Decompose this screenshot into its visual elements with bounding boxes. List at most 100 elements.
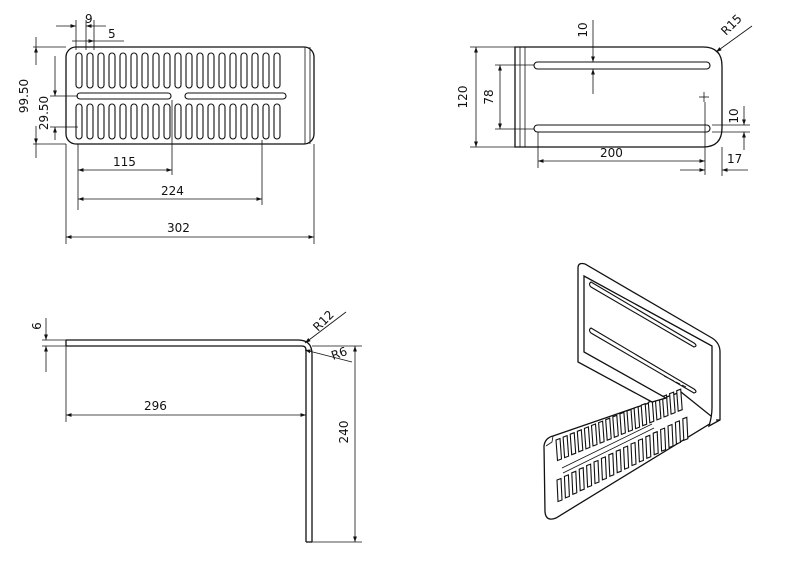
iso-slot <box>590 423 598 447</box>
top-slot <box>152 52 160 89</box>
iso-slot <box>576 429 584 453</box>
iso-slot <box>586 463 593 488</box>
iso-slot <box>637 438 644 463</box>
top-slot <box>108 52 116 89</box>
top-slot <box>174 103 182 140</box>
iso-slots-upper <box>555 388 683 462</box>
iso-slot <box>556 477 563 503</box>
top-slot <box>262 103 270 140</box>
iso-slot <box>667 423 674 449</box>
iso-slot <box>569 431 577 456</box>
top-slot <box>108 103 116 140</box>
iso-base-edge <box>545 435 554 447</box>
iso-slot <box>682 416 689 442</box>
dim-r6-label: R6 <box>329 344 349 363</box>
iso-slot <box>562 434 570 459</box>
dim-6-label: 6 <box>30 322 44 330</box>
dim-r12-leader <box>304 311 347 344</box>
dim-9-label: 9 <box>85 12 93 26</box>
top-slot <box>75 103 83 140</box>
iso-bend-hatch <box>663 375 687 388</box>
top-slot <box>119 52 127 89</box>
iso-slots-lower <box>556 416 689 503</box>
front-outer-profile <box>66 339 313 542</box>
top-slot <box>152 103 160 140</box>
top-slot <box>130 52 138 89</box>
iso-slot <box>626 408 634 433</box>
iso-slot <box>563 474 570 499</box>
iso-slot <box>598 420 605 444</box>
iso-slot <box>583 426 591 450</box>
iso-slot <box>676 388 683 412</box>
side-plate-outline <box>514 46 723 148</box>
iso-slot <box>593 459 600 485</box>
side-view: 10 R15 120 78 10 200 17 <box>456 12 753 176</box>
top-slot <box>207 103 215 140</box>
iso-slot <box>623 445 630 470</box>
iso-slot <box>619 411 626 436</box>
iso-slot <box>630 441 637 467</box>
top-slot <box>141 103 149 140</box>
iso-center-slot-2 <box>562 427 655 474</box>
iso-slot <box>612 414 619 439</box>
iso-base-plate <box>543 391 718 520</box>
top-slot <box>196 52 204 89</box>
iso-vert-slot-lower <box>588 327 697 394</box>
iso-vert-top-inner <box>583 275 713 347</box>
top-slot <box>119 103 127 140</box>
iso-slot <box>608 452 615 478</box>
iso-center-slot <box>561 423 653 469</box>
dim-10-top-label: 10 <box>576 22 590 37</box>
iso-slot <box>615 448 622 474</box>
dim-r12-label: R12 <box>310 308 337 335</box>
iso-slot <box>669 391 676 415</box>
iso-slot <box>640 402 648 427</box>
top-slot <box>196 103 204 140</box>
top-slots-lower <box>75 103 281 140</box>
top-slot <box>86 103 94 140</box>
dim-29-50-label: 29.50 <box>37 96 51 130</box>
top-slot <box>163 52 171 89</box>
iso-slot <box>600 456 607 481</box>
front-view: 6 R12 R6 296 240 <box>30 308 362 543</box>
top-slot <box>240 103 248 140</box>
dim-5-label: 5 <box>108 27 116 41</box>
dim-224-label: 224 <box>161 184 184 198</box>
top-slot <box>163 103 171 140</box>
dim-78-label: 78 <box>482 89 496 104</box>
iso-slot <box>633 405 641 430</box>
top-slot <box>229 52 237 89</box>
dim-302-label: 302 <box>167 221 190 235</box>
iso-slot <box>645 434 652 460</box>
iso-slot <box>571 470 578 496</box>
iso-slot <box>674 420 681 445</box>
top-slot <box>240 52 248 89</box>
dim-17-label: 17 <box>727 152 742 166</box>
dim-120-label: 120 <box>456 86 470 109</box>
top-slot <box>185 52 193 89</box>
top-slot <box>251 52 259 89</box>
iso-slot <box>578 466 585 492</box>
iso-slot <box>661 394 669 418</box>
iso-slot <box>647 400 655 424</box>
top-slot <box>185 103 193 140</box>
side-slot-upper <box>533 61 711 70</box>
top-slot <box>218 103 226 140</box>
center-mark <box>699 92 709 102</box>
top-slot <box>262 52 270 89</box>
iso-slot <box>660 427 667 452</box>
dim-10-right-label: 10 <box>727 108 741 123</box>
top-slot <box>97 52 105 89</box>
top-slot <box>86 52 94 89</box>
top-slot <box>251 103 259 140</box>
iso-slot <box>605 417 612 441</box>
top-plate-outline <box>65 46 315 145</box>
dim-r6-leader <box>304 349 353 363</box>
iso-vertical-plate <box>577 262 721 428</box>
top-center-slot-left <box>76 92 172 100</box>
iso-slot <box>555 437 563 462</box>
top-slot <box>218 52 226 89</box>
top-slot <box>141 52 149 89</box>
top-view: 9 5 99.50 29.50 115 224 302 <box>17 12 315 244</box>
